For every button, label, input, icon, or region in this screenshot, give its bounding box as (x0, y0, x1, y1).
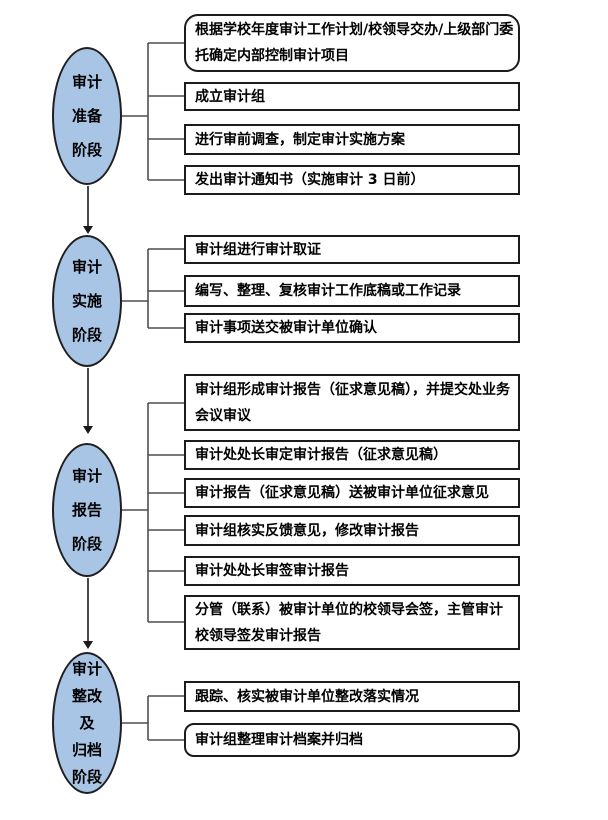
phase-ellipse-preparation: 审计 准备 阶段 (52, 47, 122, 185)
down-arrow-icon (83, 368, 93, 434)
step-box-send-draft-for-comments: 审计报告（征求意见稿）送被审计单位征求意见 (184, 478, 520, 508)
step-box-director-approve-draft: 审计处处长审定审计报告（征求意见稿） (184, 440, 520, 470)
phase-ellipse-reporting: 审计 报告 阶段 (52, 443, 122, 577)
step-box-confirm-audit-matters: 审计事项送交被审计单位确认 (184, 313, 520, 343)
step-box-end-archive-files: 审计组整理审计档案并归档 (184, 723, 520, 757)
phase-1-connectors (121, 42, 184, 181)
phase-ellipse-rectification-archiving: 审计 整改 及 归档 阶段 (52, 652, 122, 794)
step-box-verify-feedback-revise: 审计组核实反馈意见，修改审计报告 (184, 515, 520, 546)
phase-3-connectors (122, 402, 184, 623)
step-box-working-papers: 编写、整理、复核审计工作底稿或工作记录 (184, 275, 520, 307)
down-arrow-icon (83, 578, 93, 649)
step-box-form-audit-team: 成立审计组 (184, 82, 520, 111)
phase-label: 审计 整改 及 归档 阶段 (71, 659, 102, 786)
phase-4-connectors (121, 695, 184, 741)
step-box-issue-audit-notice: 发出审计通知书（实施审计 3 日前） (184, 165, 520, 195)
phase-label: 审计 报告 阶段 (71, 467, 102, 553)
step-box-track-rectification: 跟踪、核实被审计单位整改落实情况 (184, 681, 520, 712)
phase-label: 审计 实施 阶段 (71, 258, 102, 344)
phase-label: 审计 准备 阶段 (71, 73, 102, 159)
step-box-collect-evidence: 审计组进行审计取证 (184, 235, 520, 264)
phase-2-connectors (122, 248, 184, 329)
down-arrow-icon (83, 186, 93, 234)
phase-ellipse-implementation: 审计 实施 阶段 (52, 235, 122, 367)
step-box-pre-audit-survey: 进行审前调查，制定审计实施方案 (184, 124, 520, 155)
step-box-director-sign-report: 审计处处长审签审计报告 (184, 556, 520, 586)
step-box-leaders-countersign-issue: 分管（联系）被审计单位的校领导会签，主管审计校领导签发审计报告 (184, 595, 520, 650)
flow-arrows (83, 186, 93, 649)
step-box-start-determine-project: 根据学校年度审计工作计划/校领导交办/上级部门委托确定内部控制审计项目 (184, 14, 520, 72)
step-box-draft-report-review: 审计组形成审计报告（征求意见稿），并提交处业务会议审议 (184, 374, 520, 431)
